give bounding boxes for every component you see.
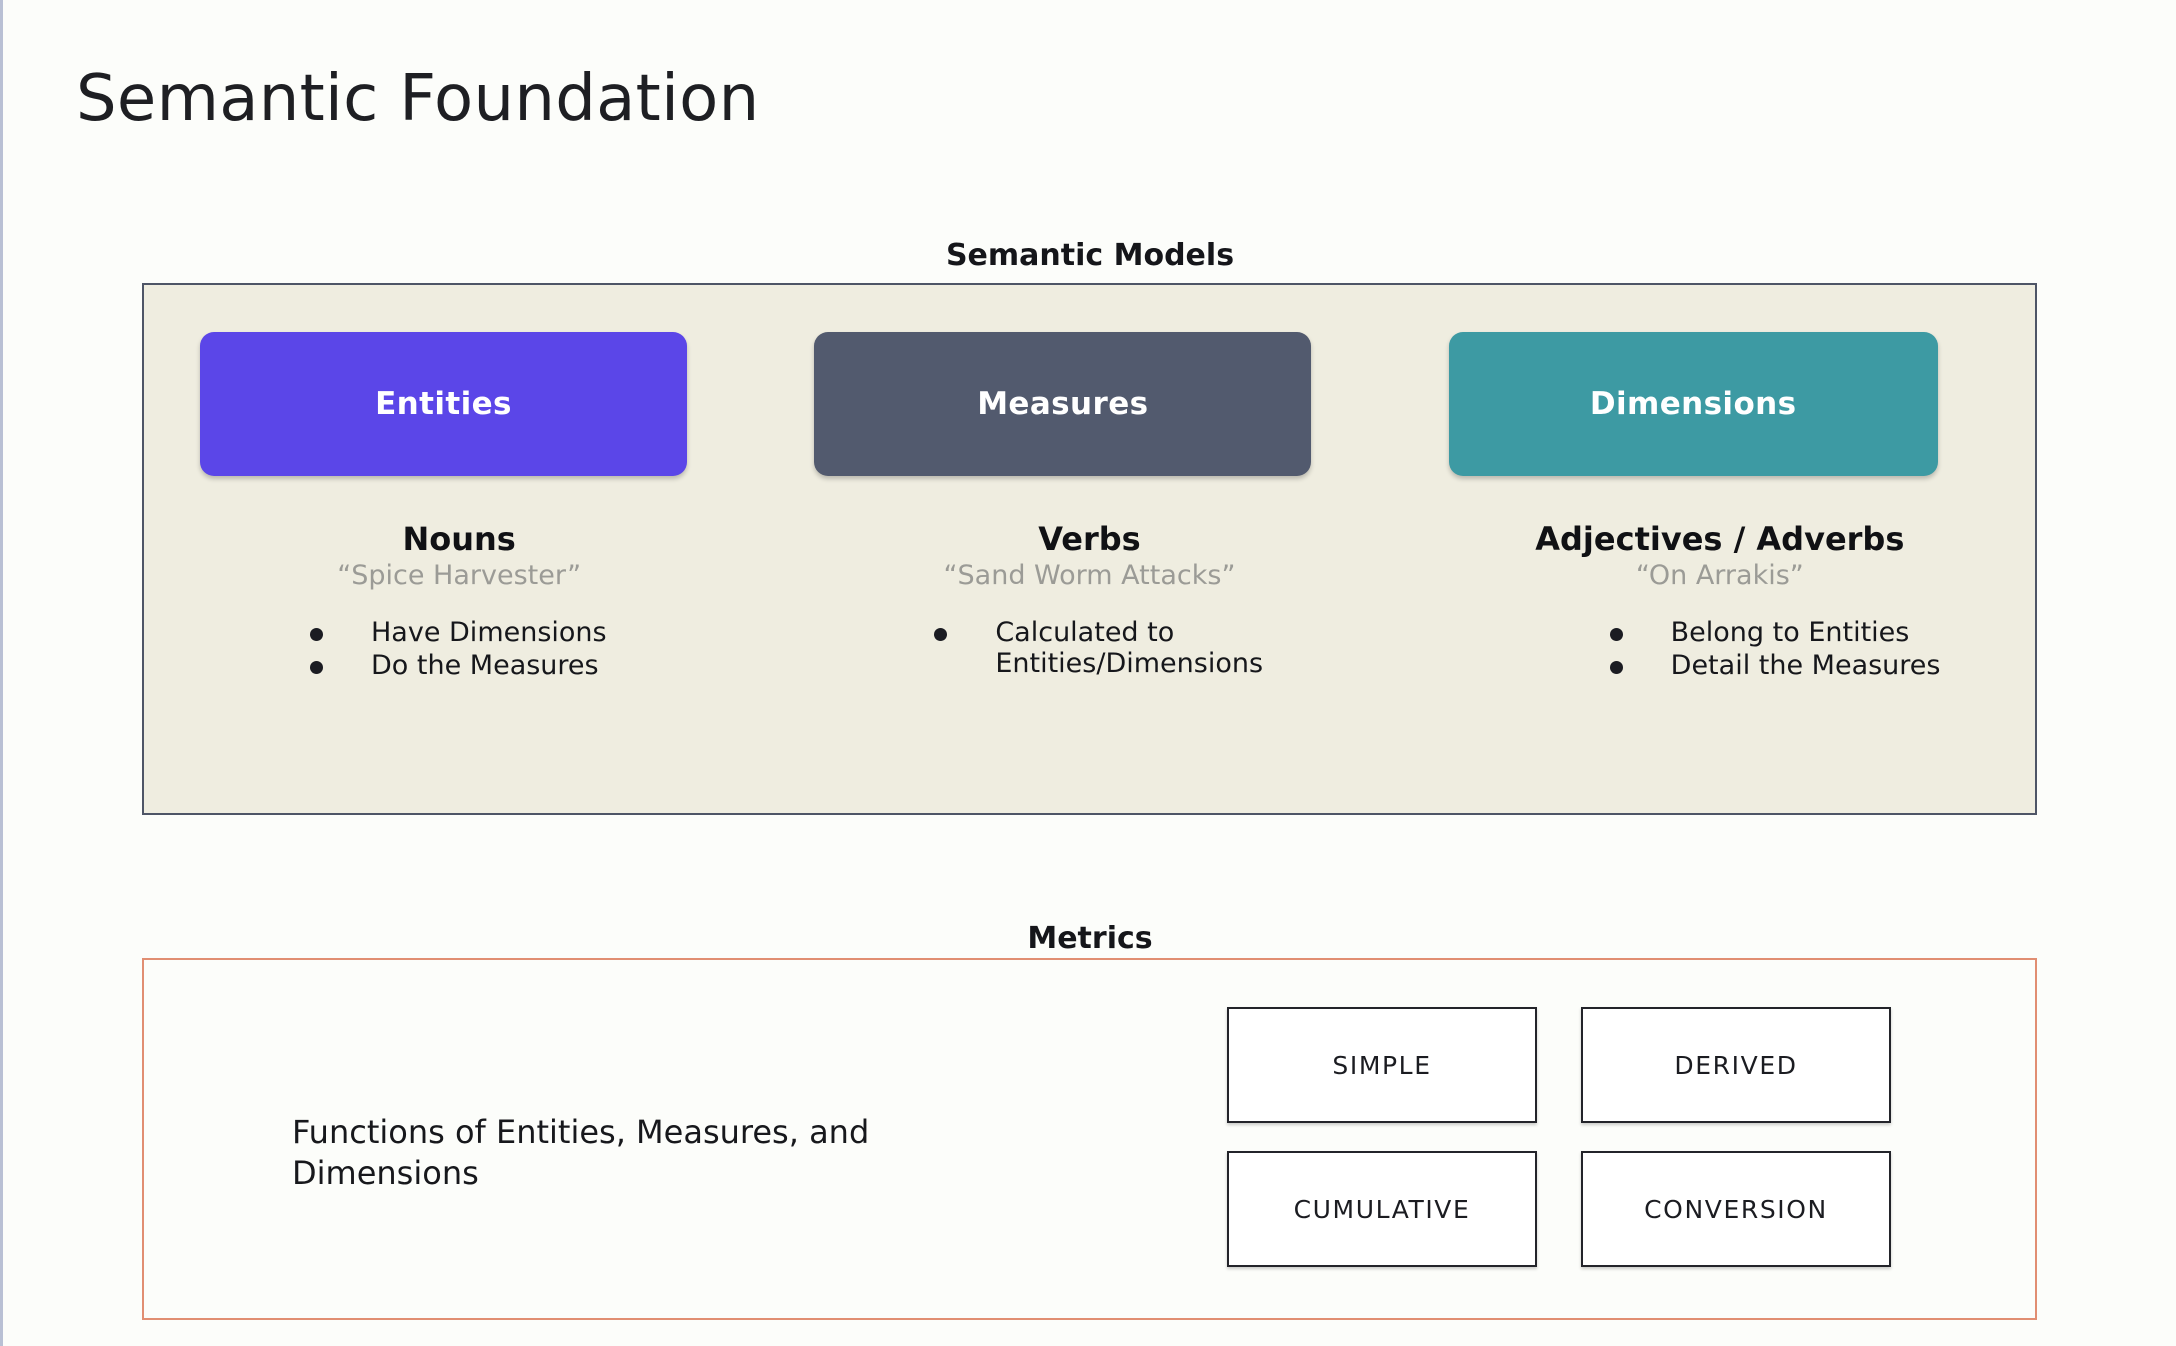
metric-box-conversion[interactable]: CONVERSION bbox=[1581, 1151, 1891, 1267]
list-item: Detail the Measures bbox=[1609, 650, 1960, 682]
semantic-column-entities: Entities Nouns “Spice Harvester” Have Di… bbox=[144, 285, 774, 813]
metric-box-cumulative[interactable]: CUMULATIVE bbox=[1227, 1151, 1537, 1267]
bullet-dot-icon bbox=[310, 628, 323, 641]
metric-box-label: CONVERSION bbox=[1644, 1194, 1828, 1224]
semantic-column-dimensions: Dimensions Adjectives / Adverbs “On Arra… bbox=[1405, 285, 2035, 813]
metric-box-derived[interactable]: DERIVED bbox=[1581, 1007, 1891, 1123]
metrics-panel: Functions of Entities, Measures, and Dim… bbox=[142, 958, 2037, 1320]
entities-subtitle: “Spice Harvester” bbox=[337, 560, 582, 591]
dimensions-bullet-text: Detail the Measures bbox=[1670, 650, 1941, 682]
list-item: Have Dimensions bbox=[310, 617, 640, 648]
list-item: Do the Measures bbox=[310, 650, 640, 681]
semantic-models-panel: Entities Nouns “Spice Harvester” Have Di… bbox=[142, 283, 2037, 815]
dimensions-subtitle: “On Arrakis” bbox=[1635, 560, 1804, 591]
entities-bullet-text: Have Dimensions bbox=[371, 617, 607, 648]
dimensions-card-label: Dimensions bbox=[1589, 386, 1797, 422]
metric-type-grid: SIMPLE DERIVED CUMULATIVE CONVERSION bbox=[1227, 1007, 1891, 1267]
bullet-dot-icon bbox=[934, 628, 948, 641]
metrics-description: Functions of Entities, Measures, and Dim… bbox=[292, 1113, 870, 1192]
entities-card[interactable]: Entities bbox=[200, 332, 687, 476]
measures-card-label: Measures bbox=[977, 386, 1149, 422]
entities-bullet-list: Have Dimensions Do the Measures bbox=[310, 617, 640, 682]
metric-box-simple[interactable]: SIMPLE bbox=[1227, 1007, 1537, 1123]
metric-box-label: DERIVED bbox=[1674, 1050, 1798, 1080]
entities-heading: Nouns bbox=[402, 520, 516, 558]
page-title: Semantic Foundation bbox=[76, 62, 760, 136]
bullet-dot-icon bbox=[310, 661, 323, 675]
metric-box-label: SIMPLE bbox=[1332, 1050, 1432, 1080]
entities-card-label: Entities bbox=[375, 386, 512, 422]
metric-box-label: CUMULATIVE bbox=[1293, 1194, 1471, 1224]
bullet-dot-icon bbox=[1609, 661, 1623, 675]
semantic-column-measures: Measures Verbs “Sand Worm Attacks” Calcu… bbox=[774, 285, 1404, 813]
measures-card[interactable]: Measures bbox=[814, 332, 1312, 476]
bullet-dot-icon bbox=[1609, 628, 1623, 641]
measures-heading: Verbs bbox=[1038, 520, 1141, 558]
dimensions-heading: Adjectives / Adverbs bbox=[1535, 520, 1905, 558]
entities-bullet-text: Do the Measures bbox=[371, 650, 599, 682]
left-edge-rule bbox=[0, 0, 3, 1346]
measures-subtitle: “Sand Worm Attacks” bbox=[943, 560, 1236, 591]
measures-bullet-list: Calculated to Entities/Dimensions bbox=[934, 617, 1294, 680]
dimensions-card[interactable]: Dimensions bbox=[1448, 332, 1938, 476]
list-item: Calculated to Entities/Dimensions bbox=[934, 617, 1294, 680]
measures-bullet-text: Calculated to Entities/Dimensions bbox=[995, 617, 1264, 680]
list-item: Belong to Entities bbox=[1609, 617, 1960, 648]
dimensions-bullet-text: Belong to Entities bbox=[1670, 617, 1910, 648]
dimensions-bullet-list: Belong to Entities Detail the Measures bbox=[1609, 617, 1960, 682]
semantic-models-header: Semantic Models bbox=[945, 238, 1235, 273]
metrics-header: Metrics bbox=[1027, 921, 1153, 956]
